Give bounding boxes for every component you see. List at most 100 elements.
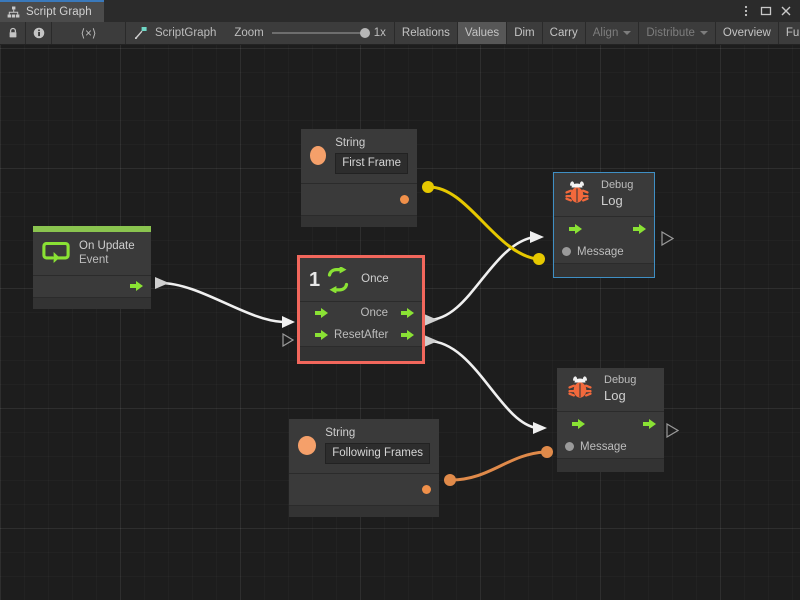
port-in-enter[interactable] [308,308,328,318]
more-options-button[interactable] [736,0,756,22]
port-out-once-label: Once [360,307,389,319]
port-out-flow[interactable] [626,223,646,234]
tb-align[interactable]: Align [586,22,640,44]
value-in-dot-icon [562,247,571,256]
node-once[interactable]: 1 Once [297,255,425,364]
port-out-once[interactable]: Once [360,307,414,319]
wire-onupdate-arrowhead [155,277,169,289]
zoom-label: Zoom [234,27,264,39]
port-row-flow [557,412,664,435]
tb-distribute[interactable]: Distribute [639,22,716,44]
lock-button[interactable] [0,22,26,44]
node-title: Debug Log [601,179,633,209]
graph-icon [7,6,20,19]
node-footer [300,347,422,361]
maximize-button[interactable] [756,0,776,22]
node-accent-bar [33,226,151,232]
flow-out-arrow-icon [401,308,414,318]
tb-overview[interactable]: Overview [716,22,779,44]
graph-canvas[interactable]: On Update Event String First [0,45,800,600]
node-title-line2: Log [601,192,623,208]
node-footer [554,264,654,277]
node-ports: Message [557,412,664,459]
once-loop-icon [326,266,350,293]
port-row-message: Message [557,435,664,458]
port-in-message-label: Message [580,440,627,453]
chevron-down-icon [623,31,632,35]
string-value-input[interactable]: Following Frames [325,443,430,464]
tb-fullscreen[interactable]: Full Screen [779,22,800,44]
window-tabbar: Script Graph [0,0,800,22]
flow-out-arrow-icon [633,223,646,234]
tab-script-graph[interactable]: Script Graph [0,0,104,22]
node-string-first-frame[interactable]: String First Frame [301,129,417,227]
connection-layer [155,181,553,486]
tb-fullscreen-label: Full Screen [785,27,800,39]
wire-debuglog-top-in-arrowhead [530,231,544,243]
tb-relations[interactable]: Relations [395,22,458,44]
tab-label: Script Graph [26,6,92,18]
node-ports: Message [554,217,654,264]
node-title-line1: String [325,427,356,439]
node-header: String Following Frames [289,419,439,474]
string-value-input[interactable]: First Frame [335,153,408,174]
once-badge-number: 1 [309,268,321,291]
port-row-reset-after: Reset After [300,324,422,346]
close-button[interactable] [776,0,796,22]
node-debug-log-top[interactable]: Debug Log Message [553,172,655,278]
port-in-flow[interactable] [562,223,582,234]
wire-debuglog-bottom-in-arrowhead [533,422,547,434]
port-row-value-output [289,474,439,505]
node-string-following-frames[interactable]: String Following Frames [289,419,439,517]
code-brackets-icon: ⟨×⟩ [80,28,97,40]
node-ports [301,183,417,216]
port-out-after-label: After [364,329,389,341]
wire-after-out-arrowhead [424,335,438,347]
node-ports [289,473,439,506]
port-in-reset-label: Reset [334,329,365,341]
info-button[interactable] [26,22,52,44]
tb-distribute-label: Distribute [646,27,695,39]
node-title-line2: Log [604,387,626,403]
tb-dim[interactable]: Dim [507,22,543,44]
wire-onupdate-to-once [158,281,285,324]
node-title-line1: String [335,137,366,149]
port-out-trigger[interactable] [130,281,143,292]
wire-orange-start-dot [444,474,456,486]
code-view-button[interactable]: ⟨×⟩ [52,22,126,44]
port-in-reset[interactable]: Reset [308,329,364,341]
tb-values-label: Values [464,27,500,39]
tb-carry[interactable]: Carry [543,22,586,44]
flow-out-arrow-icon [130,281,143,292]
zoom-slider-knob[interactable] [359,28,370,38]
debug-bug-icon [565,375,595,403]
port-out-value[interactable] [400,194,409,204]
port-in-message-label: Message [577,245,624,258]
flow-out-arrow-icon [401,330,415,340]
tb-relations-label: Relations [401,27,450,39]
port-in-flow[interactable] [565,418,585,429]
node-on-update[interactable]: On Update Event [33,226,151,309]
wire-yellow-start-dot [422,181,434,193]
port-in-message[interactable]: Message [565,441,627,453]
node-footer [289,505,439,517]
window-controls [736,0,800,22]
port-row-control-output [33,276,151,297]
port-row-flow [554,217,654,240]
node-title-line1: Debug [604,374,637,386]
port-out-flow[interactable] [636,418,656,429]
debug-bug-icon [562,180,592,208]
flow-in-arrow-icon [569,223,582,234]
wire-followingframes-to-message-bottom [449,450,547,482]
node-header: On Update Event [33,232,151,276]
port-row-message: Message [554,240,654,263]
toolbar-spacer [393,22,395,44]
tb-values[interactable]: Values [457,22,508,44]
port-out-value[interactable] [422,484,431,494]
zoom-slider[interactable] [271,28,370,38]
port-in-message[interactable]: Message [562,246,624,258]
tb-overview-label: Overview [722,27,771,39]
port-out-after[interactable]: After [364,329,415,341]
zoom-control: Zoom 1x [226,22,394,44]
node-debug-log-bottom[interactable]: Debug Log Message [557,368,664,472]
